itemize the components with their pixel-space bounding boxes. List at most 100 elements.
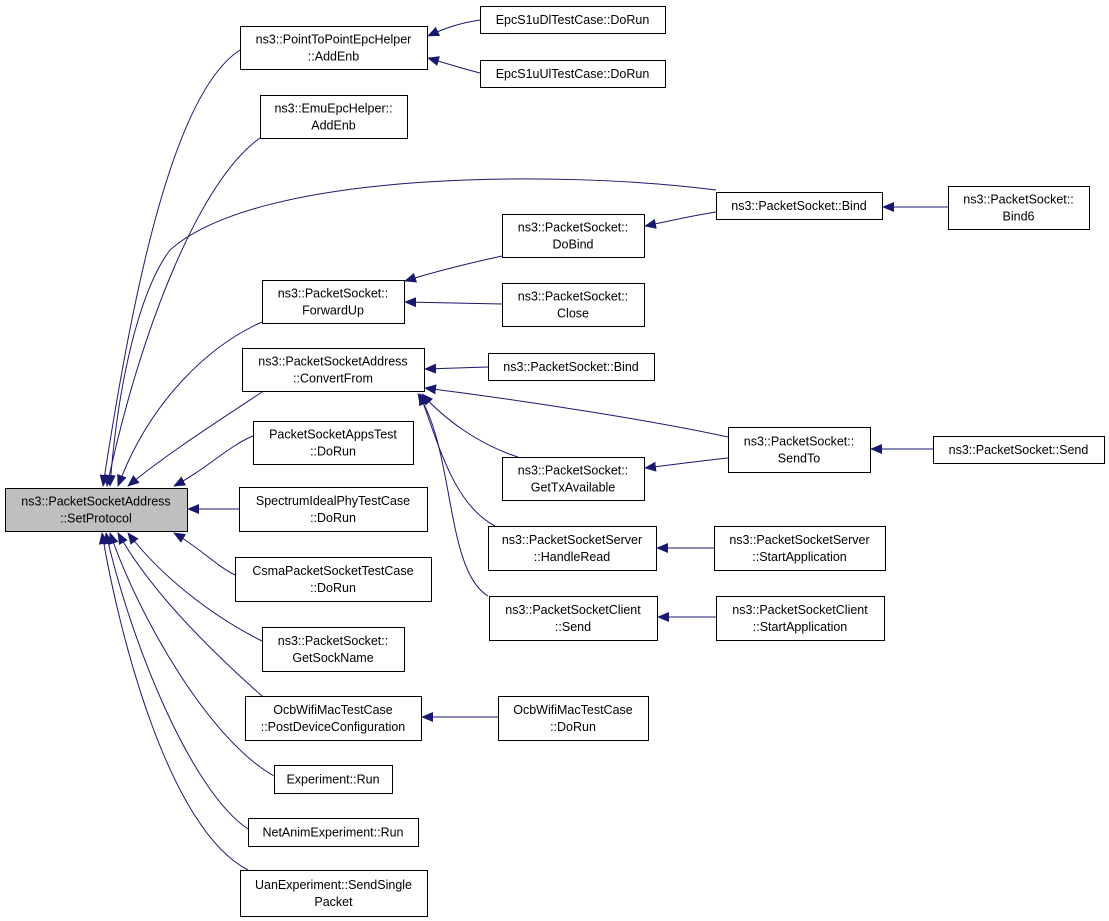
edge-epc_dl-to-p2p_addenb [427, 19, 481, 37]
node-label-line: EpcS1uUlTestCase::DoRun [496, 67, 650, 81]
node-label-line: ::DoRun [310, 581, 356, 595]
node-label-line: ns3::PacketSocket:: [518, 221, 628, 235]
edge-ps_close-to-ps_forwardup [404, 297, 503, 308]
edge-ps_bind_top-to-ps_dobind [644, 211, 717, 229]
node-label-line: OcbWifiMacTestCase [513, 703, 633, 717]
edge-emu_addenb-to-root [104, 137, 261, 487]
node-label-line: ::PostDeviceConfiguration [261, 720, 406, 734]
node-label-line: ns3::PacketSocketServer [502, 533, 642, 547]
node-label-line: EpcS1uDlTestCase::DoRun [496, 13, 650, 27]
node-label-line: AddEnb [311, 119, 356, 133]
node-box [240, 870, 428, 917]
node-label-line: ForwardUp [302, 304, 364, 318]
node-label-line: ns3::PointToPointEpcHelper [256, 33, 412, 47]
node-box [502, 283, 645, 327]
node-ps-bind-top[interactable]: ns3::PacketSocket::Bind [716, 192, 883, 220]
node-epc-dl[interactable]: EpcS1uDlTestCase::DoRun [480, 6, 666, 34]
node-exp-run[interactable]: Experiment::Run [274, 765, 393, 794]
node-box [5, 488, 188, 532]
node-label-line: ns3::PacketSocketClient [732, 603, 868, 617]
node-ps-getsockname[interactable]: ns3::PacketSocket::GetSockName [262, 627, 405, 672]
node-box [933, 436, 1105, 464]
node-label-line: ns3::PacketSocket::Bind [731, 199, 867, 213]
node-label-line: ::Send [555, 620, 591, 634]
node-label-line: ns3::PacketSocketServer [729, 533, 869, 547]
node-label-line: OcbWifiMacTestCase [273, 703, 393, 717]
node-label-line: ns3::PacketSocket:: [278, 287, 388, 301]
edge-ps_sendto-to-psa_convert [424, 384, 729, 438]
node-label-line: ns3::PacketSocket:: [744, 435, 854, 449]
node-ps-gettx[interactable]: ns3::PacketSocket::GetTxAvailable [502, 457, 645, 501]
node-label-line: ns3::EmuEpcHelper:: [274, 102, 392, 116]
node-psa-convert[interactable]: ns3::PacketSocketAddress::ConvertFrom [242, 348, 425, 392]
node-csma-test[interactable]: CsmaPacketSocketTestCase::DoRun [235, 557, 432, 602]
edge-ps_bind_mid-to-psa_convert [424, 363, 489, 374]
node-label-line: Packet [314, 895, 353, 909]
node-box [716, 192, 883, 220]
node-box [480, 6, 666, 34]
edges [98, 19, 948, 871]
node-label-line: DoBind [553, 238, 594, 252]
edge-ps_gettx-to-psa_convert [421, 393, 519, 458]
node-apps-test[interactable]: PacketSocketAppsTest::DoRun [253, 421, 414, 465]
edge-ps_forwardup-to-root [117, 321, 263, 487]
node-label-line: ns3::PacketSocketClient [505, 603, 641, 617]
edge-csma_test-to-root [173, 532, 236, 576]
node-label-line: ::HandleRead [534, 550, 610, 564]
node-ps-forwardup[interactable]: ns3::PacketSocket::ForwardUp [262, 280, 405, 324]
edge-ocb_post-to-root [117, 532, 263, 697]
node-emu-addenb[interactable]: ns3::EmuEpcHelper::AddEnb [260, 95, 408, 139]
node-psc-send[interactable]: ns3::PacketSocketClient::Send [489, 596, 658, 641]
edge-exp_run-to-root [108, 532, 275, 777]
node-label-line: ::StartApplication [752, 550, 847, 564]
node-box [253, 421, 414, 465]
edge-netanim_run-to-root [103, 532, 249, 830]
node-ps-close[interactable]: ns3::PacketSocket::Close [502, 283, 645, 327]
node-label-line: ns3::PacketSocket:: [963, 193, 1073, 207]
node-label-line: PacketSocketAppsTest [269, 428, 397, 442]
node-pss-start[interactable]: ns3::PacketSocketServer::StartApplicatio… [714, 526, 886, 571]
node-ps-send[interactable]: ns3::PacketSocket::Send [933, 436, 1105, 464]
node-p2p-addenb[interactable]: ns3::PointToPointEpcHelper::AddEnb [240, 26, 428, 70]
node-label-line: ::ConvertFrom [293, 372, 373, 386]
node-box [240, 26, 428, 70]
edge-psa_convert-to-root [127, 391, 263, 487]
node-label-line: ns3::PacketSocket:: [518, 464, 628, 478]
node-root[interactable]: ns3::PacketSocketAddress::SetProtocol [5, 488, 188, 532]
node-box [245, 696, 422, 741]
edge-epc_ul-to-p2p_addenb [427, 56, 481, 74]
node-box [260, 95, 408, 139]
node-box [716, 596, 885, 641]
node-epc-ul[interactable]: EpcS1uUlTestCase::DoRun [480, 60, 666, 88]
node-box [239, 487, 428, 532]
node-box [242, 348, 425, 392]
node-label-line: ::DoRun [310, 445, 356, 459]
node-psc-start[interactable]: ns3::PacketSocketClient::StartApplicatio… [716, 596, 885, 641]
edge-ps_bind_top-to-root [105, 178, 717, 487]
node-box [728, 427, 871, 473]
node-box [248, 818, 419, 847]
node-ps-sendto[interactable]: ns3::PacketSocket::SendTo [728, 427, 871, 473]
node-ocb-dorun[interactable]: OcbWifiMacTestCase::DoRun [498, 696, 649, 741]
node-netanim-run[interactable]: NetAnimExperiment::Run [248, 818, 419, 847]
node-label-line: ::DoRun [310, 511, 356, 525]
node-spectrum-test[interactable]: SpectrumIdealPhyTestCase::DoRun [239, 487, 428, 532]
node-pss-handleread[interactable]: ns3::PacketSocketServer::HandleRead [488, 526, 657, 571]
edge-ps_getsockname-to-root [127, 532, 263, 642]
edge-pss_handleread-to-psa_convert [418, 393, 496, 527]
node-box [489, 596, 658, 641]
node-box [262, 280, 405, 324]
node-ps-dobind[interactable]: ns3::PacketSocket::DoBind [502, 214, 645, 258]
node-ps-bind-mid[interactable]: ns3::PacketSocket::Bind [488, 353, 655, 381]
node-label-line: GetSockName [292, 651, 373, 665]
node-ps-bind6[interactable]: ns3::PacketSocket::Bind6 [948, 186, 1090, 230]
node-label-line: ::DoRun [550, 720, 596, 734]
node-box [714, 526, 886, 571]
node-ocb-post[interactable]: OcbWifiMacTestCase::PostDeviceConfigurat… [245, 696, 422, 741]
node-label-line: UanExperiment::SendSingle [255, 878, 412, 892]
nodes: ns3::PacketSocketAddress::SetProtocolns3… [5, 6, 1105, 917]
node-box [502, 457, 645, 501]
node-box [948, 186, 1090, 230]
node-label-line: ::SetProtocol [60, 512, 132, 526]
